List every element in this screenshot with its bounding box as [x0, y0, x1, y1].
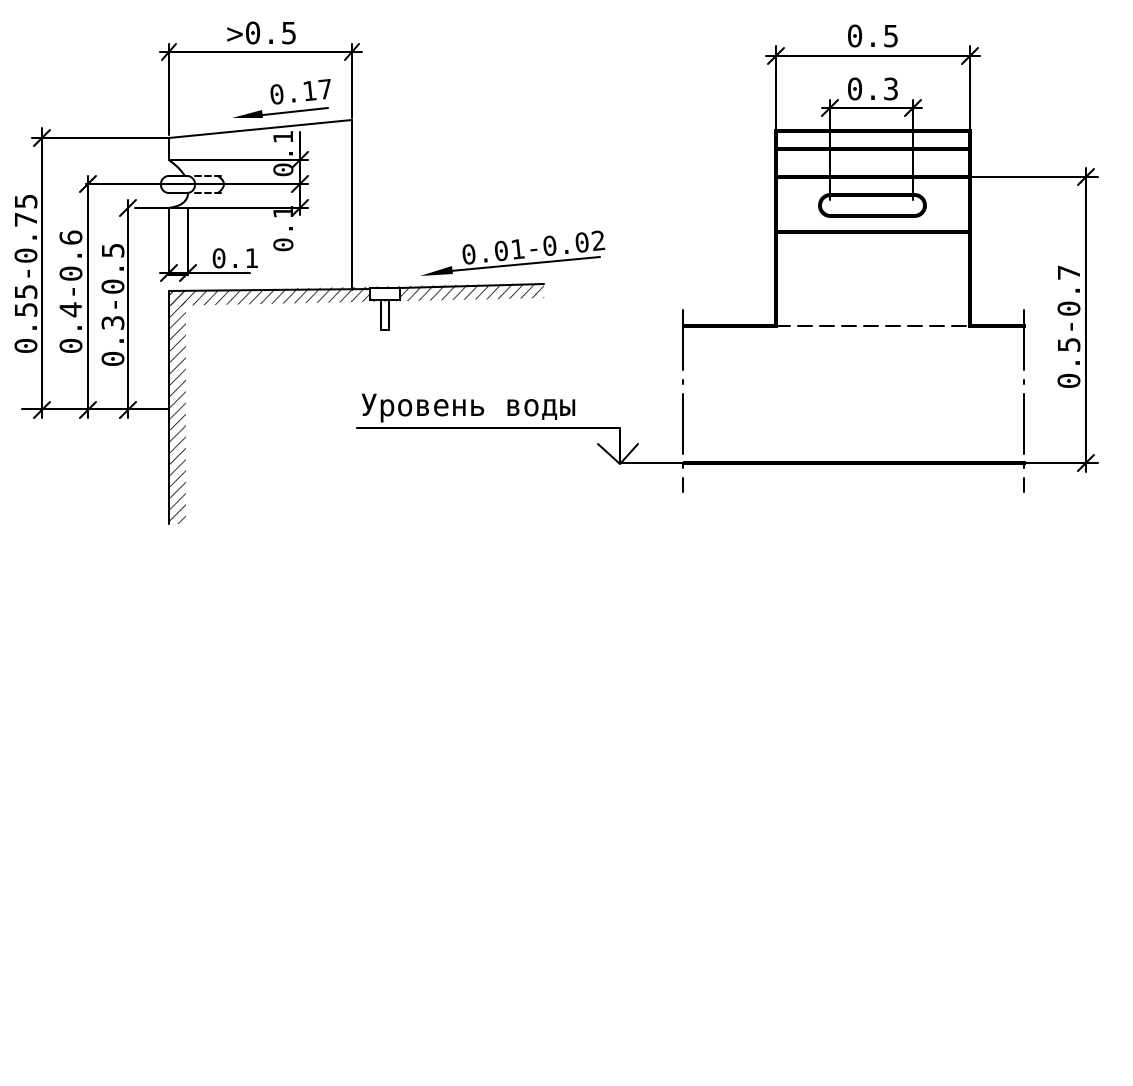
- dim-top-width: >0.5: [159, 17, 363, 136]
- dim-gap-lower-label: 0.1: [269, 204, 300, 253]
- basin-outline: [168, 119, 353, 291]
- slot-opening: [818, 193, 927, 218]
- dim-slot-width: 0.3: [821, 73, 923, 201]
- dim-gap-upper-label: 0.1: [269, 129, 300, 178]
- dim-height-c: 0.3-0.5: [97, 199, 137, 419]
- water-level-label: Уровень воды: [360, 389, 577, 424]
- dim-slope-top-label: 0.17: [267, 74, 335, 112]
- dim-outer-width-label: 0.5: [846, 20, 900, 55]
- lower-container: [619, 309, 1026, 493]
- right-view: 0.5 0.3 0.5-0.7: [619, 20, 1099, 493]
- floor-drain: [369, 287, 401, 331]
- dim-slope-top: 0.17: [232, 74, 335, 118]
- dim-floor-slope-label: 0.01-0.02: [459, 226, 608, 272]
- dim-height-a-label: 0.55-0.75: [10, 192, 45, 355]
- dim-height-b: 0.4-0.6: [55, 175, 97, 419]
- wall-hatching: [168, 283, 545, 525]
- dim-height-c-label: 0.3-0.5: [97, 242, 132, 368]
- dim-floor-slope: 0.01-0.02: [420, 226, 608, 276]
- dim-gap-upper: 0.1: [168, 129, 309, 216]
- dim-right-height: 0.5-0.7: [969, 167, 1099, 473]
- dim-right-height-label: 0.5-0.7: [1053, 264, 1088, 390]
- dim-gap-lower: 0.1: [85, 175, 309, 253]
- water-level-marker: Уровень воды: [356, 389, 639, 465]
- dim-slot-width-label: 0.3: [846, 73, 900, 108]
- upper-box: [774, 129, 972, 328]
- left-view: >0.5 0.17 0.1 0.1 0.1: [10, 17, 608, 525]
- dim-height-b-label: 0.4-0.6: [55, 229, 90, 355]
- dim-height-a: 0.55-0.75: [10, 127, 170, 419]
- dim-lip: 0.1: [159, 244, 260, 282]
- dim-outer-width: 0.5: [765, 20, 981, 132]
- dim-top-width-label: >0.5: [226, 17, 298, 52]
- dim-lip-label: 0.1: [211, 244, 260, 275]
